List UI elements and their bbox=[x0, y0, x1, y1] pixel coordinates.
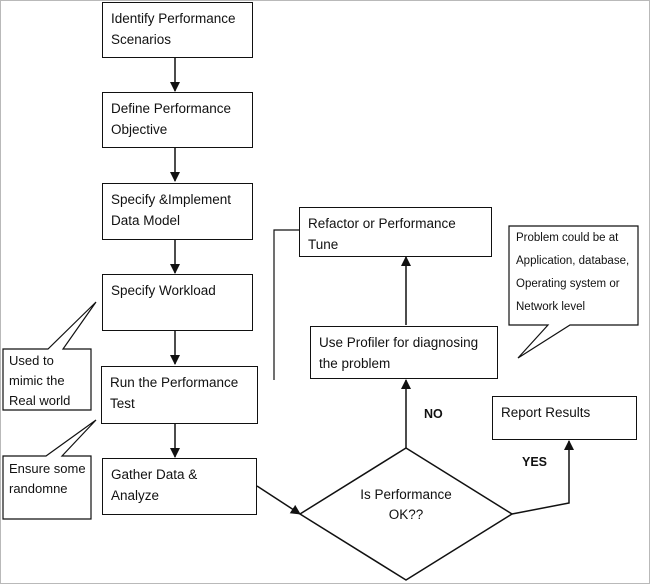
branch-yes-label: YES bbox=[522, 455, 548, 469]
step-refactor-label: Refactor or Performance Tune bbox=[308, 216, 456, 252]
callout-random-text: Ensure some randomne bbox=[9, 461, 86, 496]
arrow-gather-to-decision bbox=[256, 485, 301, 515]
step-profiler-label: Use Profiler for diagnosing the problem bbox=[319, 335, 479, 371]
callout-real-world-text: Used to mimic the Real world bbox=[9, 353, 71, 408]
step-gather-label: Gather Data & Analyze bbox=[111, 467, 198, 503]
branch-no-label: NO bbox=[424, 407, 443, 421]
step-define-objective: Define Performance Objective bbox=[102, 92, 253, 148]
decision-label: Is Performance OK?? bbox=[360, 487, 452, 522]
callout-real-world-shape bbox=[2, 301, 97, 411]
step-report-label: Report Results bbox=[501, 405, 591, 420]
step-run-label: Run the Performance Test bbox=[110, 375, 239, 411]
step-refactor: Refactor or Performance Tune bbox=[299, 207, 492, 257]
callout-problem-shape bbox=[508, 225, 639, 359]
step-model-label: Specify &Implement Data Model bbox=[111, 192, 232, 228]
step-identify-label: Identify Performance Scenarios bbox=[111, 11, 236, 47]
arrow-decision-to-report bbox=[511, 440, 574, 515]
feedback-line bbox=[273, 229, 299, 380]
step-run-test: Run the Performance Test bbox=[101, 366, 258, 424]
step-profiler: Use Profiler for diagnosing the problem bbox=[310, 326, 498, 379]
step-data-model: Specify &Implement Data Model bbox=[102, 183, 253, 240]
callout-problem-text: Problem could be at Application, databas… bbox=[516, 232, 630, 313]
step-identify-scenarios: Identify Performance Scenarios bbox=[102, 2, 253, 58]
step-workload-label: Specify Workload bbox=[111, 283, 216, 298]
step-workload: Specify Workload bbox=[102, 274, 253, 331]
step-define-label: Define Performance Objective bbox=[111, 101, 232, 137]
decision-diamond bbox=[298, 447, 514, 581]
callout-random-shape bbox=[2, 419, 97, 520]
step-gather-analyze: Gather Data & Analyze bbox=[102, 458, 257, 515]
step-report-results: Report Results bbox=[492, 396, 637, 440]
